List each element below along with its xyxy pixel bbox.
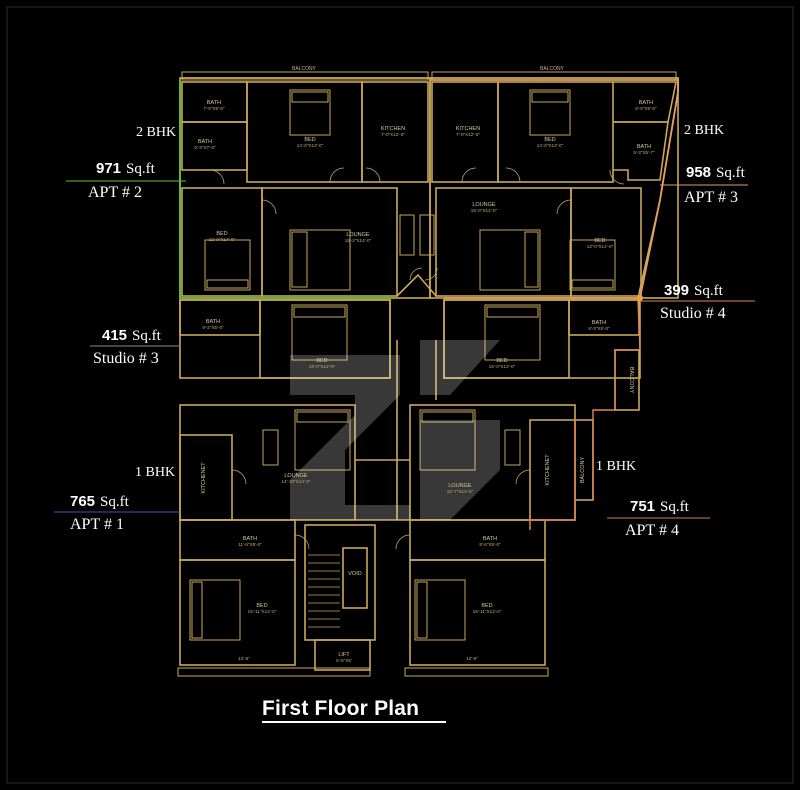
plan-title-underline	[262, 721, 446, 723]
apt2-area-value: 971	[96, 160, 122, 177]
bath-a4-dim: 8'-6"X5'-0"	[479, 542, 501, 547]
studio3-name: Studio # 3	[93, 350, 159, 367]
lounge-a1-dim: 14'-10"X14'-0"	[281, 479, 310, 484]
bed-mr-label: BED	[594, 238, 605, 244]
bath-a1-label: BATH	[243, 536, 257, 542]
bed-a1-label: BED	[256, 603, 267, 609]
apt4-area-unit: Sq.ft	[660, 499, 689, 515]
bath-tr2-dim: 5'-3"X5'-7"	[633, 150, 655, 155]
bed-ml-label: BED	[216, 231, 227, 237]
bed-mr-dim: 12'-0"X14'-0"	[587, 244, 614, 249]
studio4-area-unit: Sq.ft	[694, 283, 723, 299]
bed-a4-label: BED	[481, 603, 492, 609]
lift-label: LIFT	[338, 652, 350, 658]
watermark-logo	[290, 340, 500, 520]
bath-tr2-label: BATH	[637, 144, 651, 150]
bath-a4-label: BATH	[483, 536, 497, 542]
dim-bottom-left: 12'-6"	[238, 656, 250, 661]
apt3-name: APT # 3	[684, 189, 738, 206]
balcony-left-label: BALCONY	[292, 66, 317, 72]
bath-tr-dim: 6'-0"X5'-0"	[635, 106, 657, 111]
stair-treads	[308, 554, 340, 628]
bed-tl-label: BED	[304, 137, 315, 143]
lounge-l-label: LOUNGE	[346, 232, 370, 238]
bath-a1-dim: 11'-6"X5'-0"	[238, 542, 262, 547]
apt3-area-unit: Sq.ft	[716, 165, 745, 181]
bed-a1-dim: 15'-11"X12'-0"	[248, 609, 277, 614]
kitchen-l-dim: 7'-0"X12'-0"	[381, 132, 405, 137]
apt2-bhk-label: 2 BHK	[136, 125, 177, 140]
bath-tl-dim: 7'-0"X5'-0"	[203, 106, 225, 111]
apt4-name: APT # 4	[625, 522, 679, 539]
apt1-area-unit: Sq.ft	[100, 494, 129, 510]
bed-tl-dim: 14'-0"X12'-0"	[297, 143, 324, 148]
balcony-side-label: BALCONY	[628, 367, 634, 394]
studio4-area-value: 399	[664, 282, 690, 299]
bath-s3-dim: 9'-2"X5'-0"	[202, 325, 224, 330]
page-border	[6, 6, 794, 784]
balcony-side2-label: BALCONY	[580, 457, 586, 484]
studio4-marker	[637, 295, 643, 301]
bath-tl2-label: BATH	[198, 139, 212, 145]
kitchenet-r-label: KITCHENET	[545, 454, 551, 486]
kitchen-l-label: KITCHEN	[381, 126, 405, 132]
studio4-name: Studio # 4	[660, 305, 726, 322]
apt1-bhk-label: 1 BHK	[135, 465, 176, 480]
bed-s3-label: BED	[316, 358, 327, 364]
apt1-name: APT # 1	[70, 516, 124, 533]
bath-s4-dim: 8'-3"X5'-0"	[588, 326, 610, 331]
studio3-area-value: 415	[102, 327, 128, 344]
bath-tl2-dim: 5'-3"X7'-0"	[194, 145, 216, 150]
bath-s3-label: BATH	[206, 319, 220, 325]
lift-dim: 5'-6"X5'	[336, 658, 352, 663]
apt4-bhk-label: 1 BHK	[596, 459, 637, 474]
bed-s3-dim: 16'-0"X12'-0"	[309, 364, 336, 369]
lounge-r-dim: 15'-0"X14'-0"	[471, 208, 498, 213]
apt2-outline	[179, 80, 395, 299]
lounge-a4-label: LOUNGE	[448, 483, 472, 489]
void-label: VOID	[348, 571, 361, 577]
plan-title: First Floor Plan	[262, 697, 420, 720]
lounge-r-label: LOUNGE	[472, 202, 496, 208]
bed-s4-dim: 15'-0"X12'-0"	[489, 364, 516, 369]
lounge-a1-label: LOUNGE	[284, 473, 308, 479]
lounge-l-dim: 15'-2"X14'-0"	[345, 238, 372, 243]
apt2-area-unit: Sq.ft	[126, 161, 155, 177]
room-labels: BALCONY BALCONY BATH 7'-0"X5'-0" BATH 5'…	[194, 66, 657, 663]
bath-s4-label: BATH	[592, 320, 606, 326]
apt3-area-value: 958	[686, 164, 712, 181]
apt2-name: APT # 2	[88, 184, 142, 201]
bath-tr-label: BATH	[639, 100, 653, 106]
bed-tr-label: BED	[544, 137, 555, 143]
apt4-area-value: 751	[630, 498, 656, 515]
apt1-area-value: 765	[70, 493, 96, 510]
furniture	[189, 89, 616, 641]
studio3-area-unit: Sq.ft	[132, 328, 161, 344]
apt3-outline	[430, 79, 679, 299]
kitchen-r-dim: 7'-0"X12'-0"	[456, 132, 480, 137]
door-swings	[209, 167, 625, 550]
balcony-right-label: BALCONY	[540, 66, 565, 72]
kitchenet-l-label: KITCHENET	[201, 462, 207, 494]
kitchen-r-label: KITCHEN	[456, 126, 480, 132]
studio4-outline	[592, 299, 641, 500]
bed-ml-dim: 12'-0"X14'-0"	[209, 237, 236, 242]
bed-tr-dim: 14'-0"X12'-0"	[537, 143, 564, 148]
bed-s4-label: BED	[496, 358, 507, 364]
dim-bottom-right: 12'-6"	[466, 656, 478, 661]
lounge-a4-dim: 12'-7"X14'-0"	[447, 489, 474, 494]
bed-a4-dim: 15'-11"X12'-0"	[473, 609, 502, 614]
apt3-bhk-label: 2 BHK	[684, 123, 725, 138]
apt4-outline	[529, 420, 576, 530]
bath-tl-label: BATH	[207, 100, 221, 106]
